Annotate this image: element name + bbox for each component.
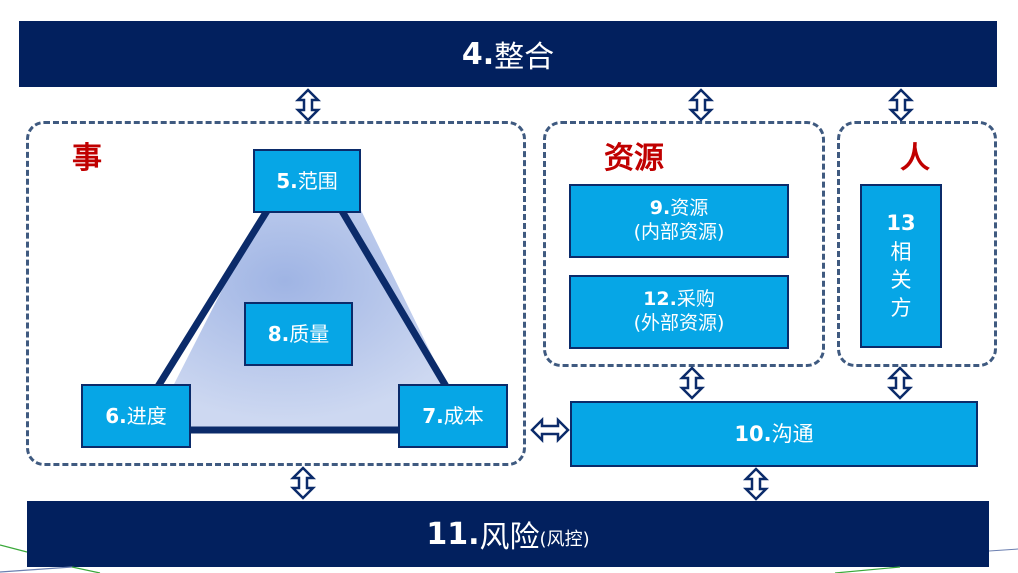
scope-label: 范围 xyxy=(297,168,338,193)
integration-num: 4. xyxy=(461,36,495,72)
communication-label: 沟通 xyxy=(771,421,814,446)
internal-resources-label: 资源 xyxy=(670,197,709,220)
integration-bar: 4. 整合 xyxy=(19,21,997,87)
procurement-sub: (外部资源) xyxy=(633,312,725,334)
stakeholders-char-2: 关 xyxy=(890,268,912,292)
communication-num: 10. xyxy=(734,421,772,446)
arrow-things-risk-icon xyxy=(289,466,317,500)
arrow-things-communication-icon xyxy=(530,416,570,444)
cost-num: 7. xyxy=(422,403,444,428)
stakeholders-char-3: 方 xyxy=(890,296,912,321)
quality-label: 质量 xyxy=(289,321,330,346)
arrow-people-communication-icon xyxy=(886,366,914,400)
internal-resources-num: 9. xyxy=(649,197,671,220)
arrow-integration-people-icon xyxy=(887,88,915,122)
schedule-label: 进度 xyxy=(126,403,167,428)
risk-num: 11. xyxy=(426,516,480,552)
risk-label: 风险 xyxy=(479,520,540,555)
risk-bar: 11. 风险 (风控) xyxy=(27,501,989,567)
group-people-label: 人 xyxy=(900,141,930,176)
group-resources-label: 资源 xyxy=(604,141,664,176)
stakeholders-num: 13 xyxy=(886,211,916,236)
quality-num: 8. xyxy=(267,321,290,346)
group-resources xyxy=(543,121,825,367)
scope-box[interactable]: 5.范围 xyxy=(253,149,361,213)
procurement-label: 采购 xyxy=(676,288,715,311)
communication-box[interactable]: 10.沟通 xyxy=(570,401,978,467)
integration-label: 整合 xyxy=(494,40,555,75)
arrow-integration-resources-icon xyxy=(687,88,715,122)
group-people xyxy=(837,121,997,367)
quality-box[interactable]: 8.质量 xyxy=(244,302,353,366)
schedule-num: 6. xyxy=(105,403,127,428)
arrow-communication-risk-icon xyxy=(742,467,770,501)
internal-resources-sub: (内部资源) xyxy=(633,221,725,243)
schedule-box[interactable]: 6.进度 xyxy=(81,384,191,448)
group-things-label: 事 xyxy=(72,141,102,176)
scope-num: 5. xyxy=(276,168,298,193)
risk-note: (风控) xyxy=(539,529,590,550)
cost-box[interactable]: 7.成本 xyxy=(398,384,508,448)
arrow-integration-things-icon xyxy=(294,88,322,122)
stakeholders-char-1: 相 xyxy=(890,239,912,264)
stakeholders-box[interactable]: 13 相 关 方 xyxy=(860,184,942,348)
internal-resources-box[interactable]: 9.资源 (内部资源) xyxy=(569,184,789,258)
procurement-box[interactable]: 12.采购 (外部资源) xyxy=(569,275,789,349)
procurement-num: 12. xyxy=(643,288,677,311)
group-things xyxy=(26,121,526,466)
cost-label: 成本 xyxy=(443,403,484,428)
arrow-resources-communication-icon xyxy=(678,366,706,400)
